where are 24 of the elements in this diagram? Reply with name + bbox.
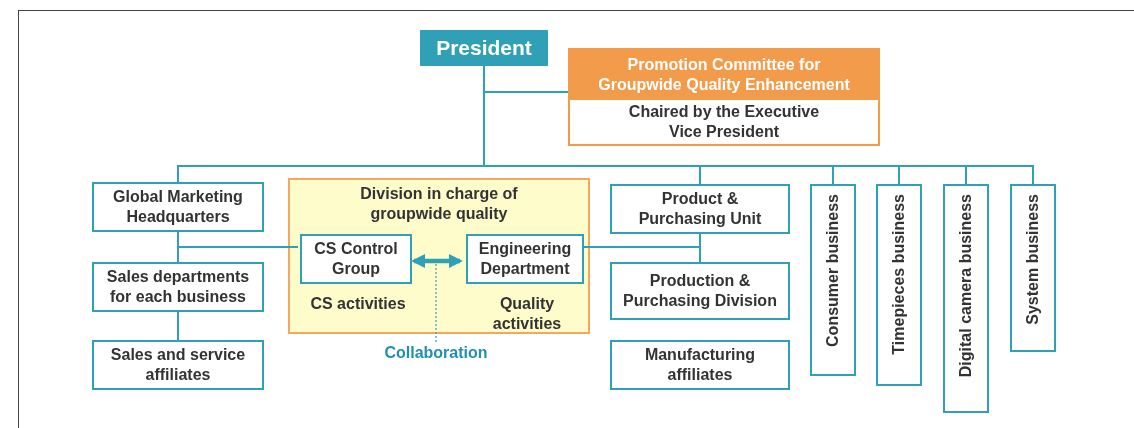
- business-box: System business: [1010, 184, 1056, 352]
- leader-line: [435, 261, 437, 343]
- double-arrow: [411, 254, 463, 268]
- chair-note: Chaired by the Executive Vice President: [627, 102, 821, 142]
- connector-line: [177, 231, 299, 248]
- business-box: Timepieces business: [876, 184, 922, 386]
- unit-box: Product & Purchasing Unit: [610, 184, 790, 234]
- committee-box: [568, 48, 880, 146]
- activity-caption: Quality activities: [491, 294, 563, 334]
- division-panel: [288, 178, 590, 334]
- unit-box: Sales departments for each business: [92, 262, 264, 312]
- connector-line: [177, 311, 179, 341]
- unit-box: Global Marketing Headquarters: [92, 182, 264, 232]
- unit-box: Sales and service affiliates: [92, 340, 264, 390]
- collaboration-label: Collaboration: [372, 342, 500, 364]
- business-box: Consumer business: [810, 184, 856, 376]
- unit-box: Production & Purchasing Division: [610, 262, 790, 320]
- committee-header: Promotion Committee for Groupwide Quality Enhancement: [570, 50, 878, 100]
- president-box: President: [420, 30, 548, 66]
- business-box: Digital camera business: [943, 184, 989, 413]
- connector-line: [699, 233, 701, 263]
- unit-box: Manufacturing affiliates: [610, 340, 790, 390]
- division-title: Division in charge of groupwide quality: [359, 184, 519, 224]
- activity-caption: CS activities: [309, 294, 407, 314]
